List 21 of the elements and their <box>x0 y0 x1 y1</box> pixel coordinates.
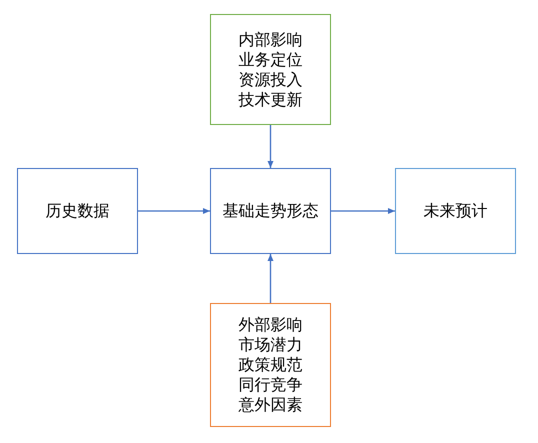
node-label: 市场潜力 <box>238 335 302 355</box>
arrow <box>268 125 274 168</box>
node-label: 政策规范 <box>238 355 302 375</box>
process-box <box>17 168 138 254</box>
process-box <box>210 14 331 125</box>
arrow <box>138 208 210 214</box>
node-label: 同行竞争 <box>238 375 302 395</box>
arrow <box>331 208 395 214</box>
process-box <box>210 168 331 254</box>
node-label: 业务定位 <box>238 50 302 70</box>
arrow <box>268 254 274 303</box>
node-label: 资源投入 <box>238 70 302 90</box>
node-label: 内部影响 <box>238 30 302 50</box>
node-label: 技术更新 <box>238 90 302 110</box>
node-label: 未来预计 <box>424 201 488 221</box>
node-label: 历史数据 <box>46 201 110 221</box>
node-label: 基础走势形态 <box>222 201 318 221</box>
process-box <box>210 303 331 427</box>
process-box <box>395 168 516 254</box>
node-label: 意外因素 <box>238 395 302 415</box>
node-label: 外部影响 <box>238 315 302 335</box>
